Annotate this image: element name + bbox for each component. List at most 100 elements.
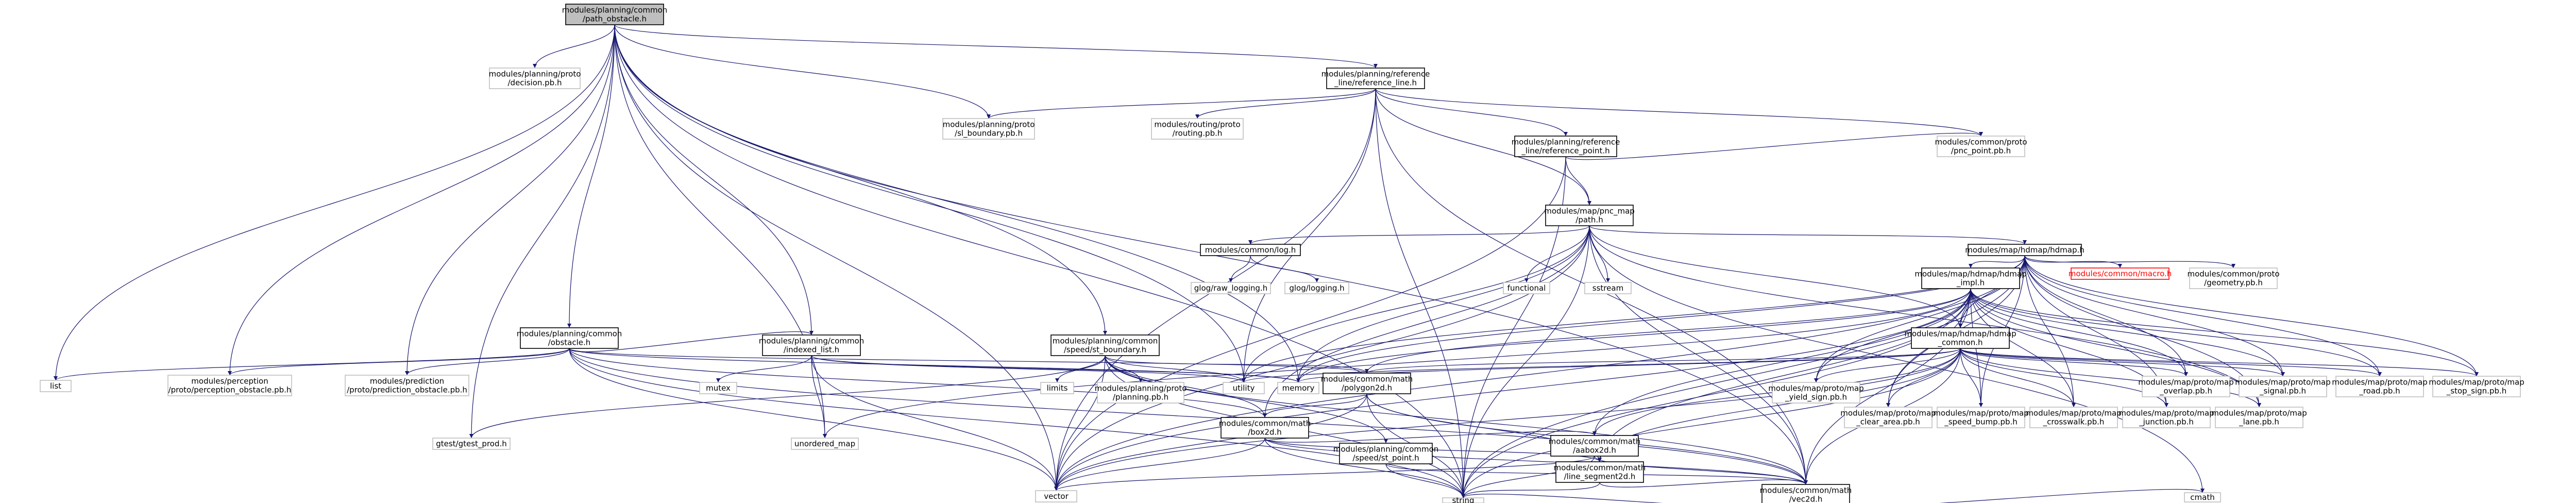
edge-arrowhead [1384,439,1388,443]
edge-arrowhead [1296,378,1300,382]
dependency-edge [811,355,1244,383]
node-box [1050,334,1160,356]
dependency-edge [1463,288,1971,498]
node-overlap-pb[interactable]: modules/map/proto/map_overlap.pb.h [2138,376,2234,397]
node-line-segment2d[interactable]: modules/common/math/line_segment2d.h [1554,461,1646,483]
node-crosswalk-pb[interactable]: modules/map/proto/map_crosswalk.pb.h [2026,407,2122,428]
node-ref-point[interactable]: modules/planning/reference_line/referenc… [1512,136,1620,157]
edge-arrowhead [2257,403,2261,407]
node-ref-line[interactable]: modules/planning/reference_line/referenc… [1321,68,1430,89]
node-label: _lane.pb.h [2239,417,2279,427]
node-cmath[interactable]: cmath [2184,492,2221,502]
node-sstream[interactable]: sstream [1584,282,1632,294]
node-box [1326,68,1425,89]
dependency-edge [471,355,1106,439]
node-polygon2d[interactable]: modules/common/math/polygon2d.h [1321,373,1413,394]
edge-arrowhead [1592,431,1597,435]
node-log[interactable]: modules/common/log.h [1200,244,1301,256]
node-vector[interactable]: vector [1035,490,1077,502]
node-sl-boundary-pb[interactable]: modules/planning/proto/sl_boundary.pb.h [942,118,1035,140]
node-label: /speed/st_point.h [1352,454,1419,463]
dependency-edge [1463,348,1961,498]
node-string[interactable]: string [1442,496,1484,503]
node-geometry-pb[interactable]: modules/common/proto/geometry.pb.h [2187,267,2280,289]
node-glog-logging[interactable]: glog/logging.h [1284,282,1349,294]
node-box [2189,267,2278,289]
node-signal-pb[interactable]: modules/map/proto/map_signal.pb.h [2235,376,2331,397]
edge-arrowhead [1564,132,1568,136]
node-label: _yield_sign.pb.h [1785,393,1847,403]
node-pnc-point-pb[interactable]: modules/common/proto/pnc_point.pb.h [1935,136,2027,157]
dependency-edge [1970,288,2187,377]
node-gtest-prod[interactable]: gtest/gtest_prod.h [432,438,511,450]
node-routing-pb[interactable]: modules/routing/proto/routing.pb.h [1151,118,1244,140]
dependency-edge [1589,225,2260,408]
dependency-edge [569,348,1806,485]
node-functional[interactable]: functional [1503,282,1550,294]
node-speed-point[interactable]: modules/planning/common/speed/st_point.h [1333,443,1439,464]
node-label: modules/planning/common [1333,445,1439,454]
dependency-edge [471,24,615,439]
node-speed-bump-pb[interactable]: modules/map/proto/map_speed_bump.pb.h [1933,407,2029,428]
node-utility[interactable]: utility [1223,382,1265,394]
node-label: /indexed_list.h [784,345,839,355]
node-indexed-list[interactable]: modules/planning/common/indexed_list.h [759,334,865,356]
dependency-edge [534,24,615,69]
dependency-edge [1056,438,1265,491]
node-pnc-path[interactable]: modules/map/pnc_map/path.h [1544,205,1635,226]
node-aabox2d[interactable]: modules/common/math/aabox2d.h [1549,435,1641,457]
node-limits[interactable]: limits [1040,382,1074,394]
node-label: sstream [1592,283,1623,293]
dependency-edge [1594,288,1971,436]
node-label: modules/planning/proto [943,120,1035,129]
edge-arrowhead [1461,494,1465,498]
edge-arrowhead [2378,372,2382,376]
dependency-edge [2024,255,2187,377]
node-road-pb[interactable]: modules/map/proto/map_road.pb.h [2332,376,2428,397]
node-box [1097,382,1184,404]
node-perception-pb[interactable]: modules/perception/proto/perception_obst… [167,375,292,396]
dependency-edge [614,24,1244,383]
dependency-edge [1375,88,1590,206]
edge-arrowhead [1103,331,1107,335]
dependency-edge [1589,225,1608,283]
node-label: /pnc_point.pb.h [1951,146,2011,156]
node-decision-pb[interactable]: modules/planning/proto/decision.pb.h [489,68,581,89]
node-label: modules/planning/reference [1512,138,1620,147]
node-planning-pb[interactable]: modules/planning/proto/planning.pb.h [1095,382,1187,404]
node-label: modules/common/macro.h [2069,269,2172,278]
node-macro[interactable]: modules/common/macro.h [2069,267,2172,280]
node-lane-pb[interactable]: modules/map/proto/map_lane.pb.h [2211,407,2307,428]
node-stop-sign-pb[interactable]: modules/map/proto/map_stop_sign.pb.h [2429,376,2524,397]
dependency-edge [1970,288,2380,377]
node-box [699,382,737,394]
node-hdmap-impl[interactable]: modules/map/hdmap/hdmap_impl.h [1914,267,2027,289]
node-hdmap-h[interactable]: modules/map/hdmap/hdmap.h [1965,244,2084,256]
node-list[interactable]: list [40,380,72,392]
node-clear-area-pb[interactable]: modules/map/proto/map_clear_area.pb.h [1840,407,1936,428]
node-memory[interactable]: memory [1277,382,1319,394]
dependency-edge [569,348,1464,498]
dependency-edge [1589,225,1806,485]
node-junction-pb[interactable]: modules/map/proto/map_junction.pb.h [2119,407,2214,428]
node-label: modules/map/hdmap/hdmap [1914,270,2026,279]
node-glog-raw[interactable]: glog/raw_logging.h [1191,282,1271,294]
node-mutex[interactable]: mutex [699,382,737,394]
dependency-edge [2024,255,2283,377]
dependency-edge [1816,288,1971,383]
node-root[interactable]: modules/planning/common/path_obstacle.h [562,4,668,25]
node-obstacle[interactable]: modules/planning/common/obstacle.h [517,327,622,349]
dependency-edge [1056,393,1367,491]
node-vec2d[interactable]: modules/common/math/vec2d.h [1760,484,1852,503]
edge-arrowhead [716,378,720,382]
node-label: modules/common/math [1554,463,1646,473]
node-speed-bounds[interactable]: modules/planning/common/speed/st_boundar… [1050,334,1160,356]
node-hdmap-common[interactable]: modules/map/hdmap/hdmap_common.h [1904,327,2016,349]
node-box2d[interactable]: modules/common/math/box2d.h [1219,417,1311,439]
node-yield-sign-pb[interactable]: modules/map/proto/map_yield_sign.pb.h [1768,382,1864,404]
node-unordered-map[interactable]: unordered_map [791,438,859,450]
dependency-edge [1105,355,1265,418]
node-label: modules/common/proto [1935,138,2027,147]
node-prediction-pb[interactable]: modules/prediction/proto/prediction_obst… [345,375,469,396]
dependency-edge [811,355,1057,491]
